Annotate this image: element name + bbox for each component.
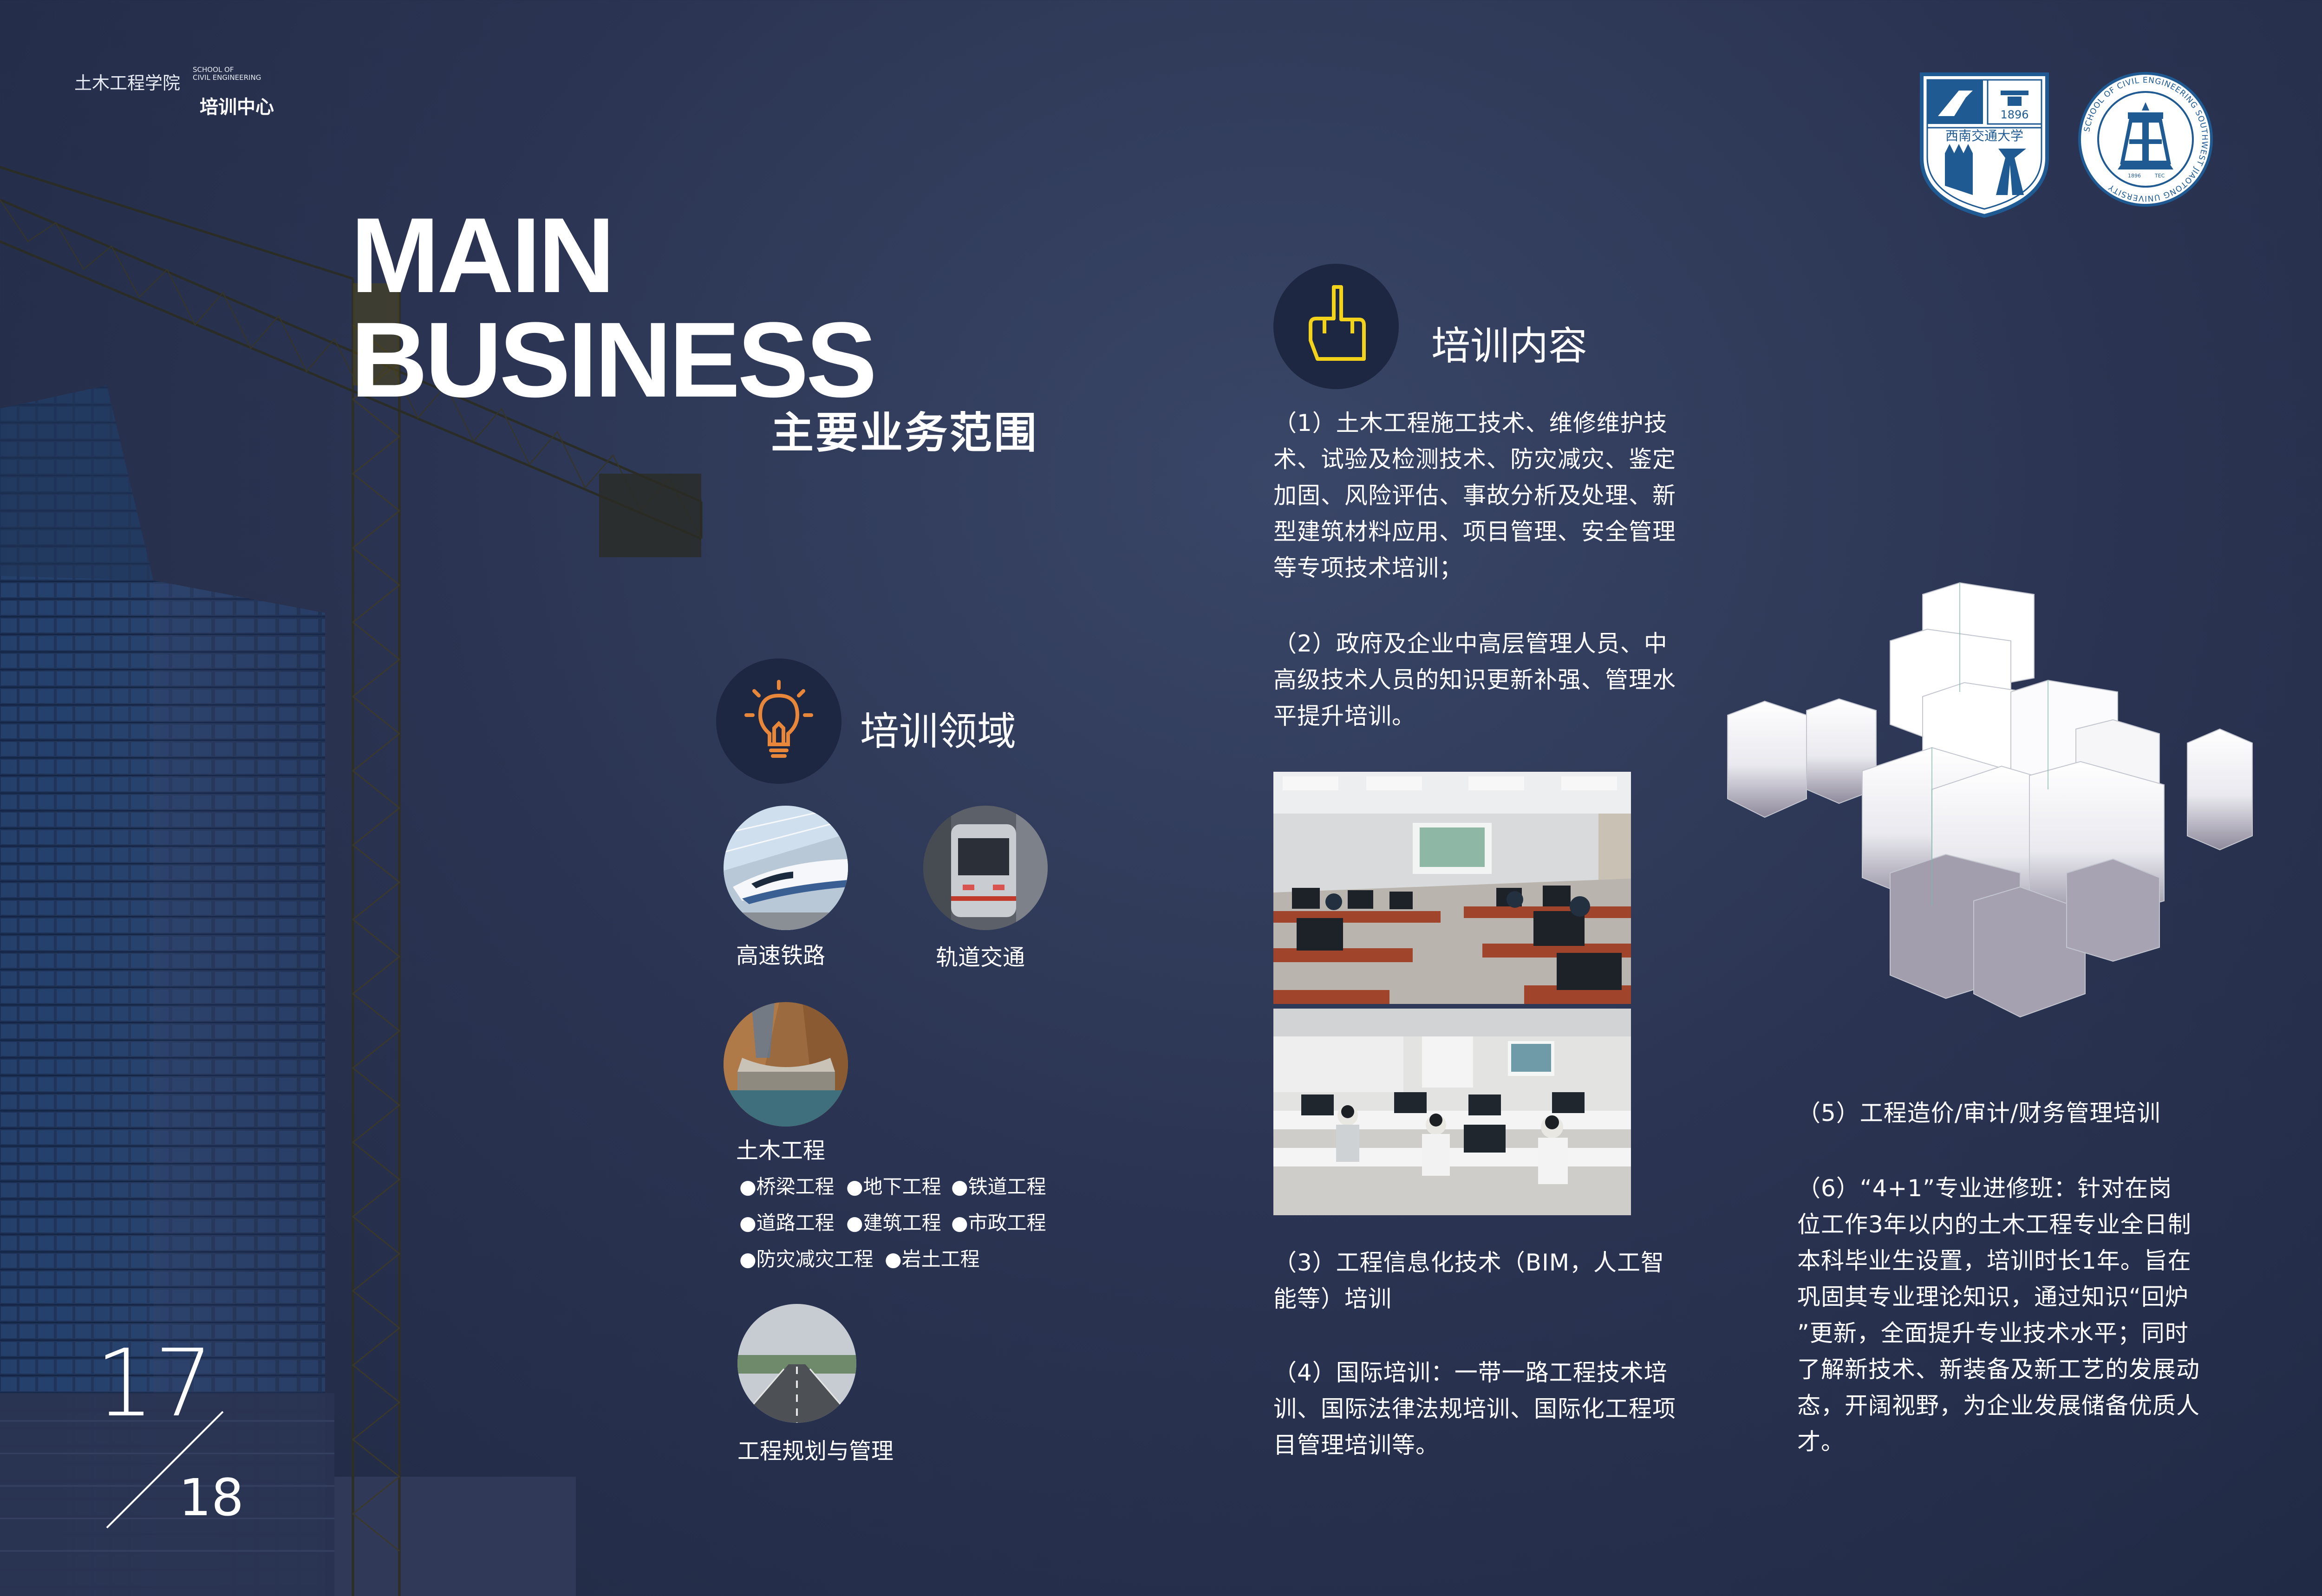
content-item-6-line: 位工作3年以内的土木工程专业全日制 xyxy=(1797,1211,2192,1238)
field-label-civil-engineering: 土木工程 xyxy=(736,1138,826,1164)
content-item-1-line: （1）土木工程施工技术、维修维护技 xyxy=(1273,410,1668,436)
civil-sub-municipal: ●市政工程 xyxy=(951,1212,1046,1234)
shield-year-text: 1896 xyxy=(2000,108,2028,121)
school-name-en: SCHOOL OF CIVIL ENGINEERING xyxy=(193,66,313,82)
content-item-1-line: 术、试验及检测技术、防灾减灾、鉴定 xyxy=(1273,446,1676,473)
rail-transit-image xyxy=(923,806,1048,930)
civil-sub-underground: ●地下工程 xyxy=(846,1175,941,1198)
civil-sub-railway: ●铁道工程 xyxy=(951,1175,1046,1198)
title-main-line1: MAIN xyxy=(351,195,615,315)
content-icon-circle xyxy=(1273,264,1399,389)
pointing-hand-icon xyxy=(1309,285,1366,361)
content-item-3: （3）工程信息化技术（BIM，人工智 能等）培训 xyxy=(1273,1244,1691,1317)
content-item-1: （1）土木工程施工技术、维修维护技 术、试验及检测技术、防灾减灾、鉴定 加固、风… xyxy=(1273,405,1691,586)
civil-sub-geotechnical: ●岩土工程 xyxy=(885,1248,980,1270)
title-main-line2: BUSINESS xyxy=(351,300,877,419)
page-number-divider xyxy=(106,1411,224,1529)
classroom-photo-bottom xyxy=(1273,1009,1631,1215)
classroom-photo-top xyxy=(1273,772,1631,1004)
building-crane-scene xyxy=(0,166,703,1596)
content-item-3-line: （3）工程信息化技术（BIM，人工智 xyxy=(1273,1249,1664,1276)
fields-heading: 培训领域 xyxy=(860,709,1017,754)
content-item-5: （5）工程造价/审计/财务管理培训 xyxy=(1797,1095,2215,1131)
page-number-current: 17 xyxy=(95,1329,214,1438)
school-name-cn: 土木工程学院 xyxy=(74,73,181,93)
swjtu-shield-logo: 西南交通大学 1896 xyxy=(1920,72,2049,218)
civil-sub-bridge: ●桥梁工程 xyxy=(739,1175,835,1198)
school-name-en-line2: CIVIL ENGINEERING xyxy=(193,73,261,82)
decorative-cubes xyxy=(1727,582,2253,1018)
title-subtitle-cn: 主要业务范围 xyxy=(771,408,1039,458)
content-item-6-line: 本科毕业生设置，培训时长1年。旨在 xyxy=(1797,1247,2192,1274)
content-item-6-line: 态，开阔视野，为企业发展储备优质人 xyxy=(1797,1392,2200,1419)
content-item-4: （4）国际培训：一带一路工程技术培 训、国际法律法规培训、国际化工程项 目管理培… xyxy=(1273,1355,1691,1463)
content-item-2-line: 平提升培训。 xyxy=(1273,703,1415,730)
content-item-6-line: （6）“4+1”专业进修班：针对在岗 xyxy=(1797,1175,2172,1202)
content-item-2-line: 高级技术人员的知识更新补强、管理水 xyxy=(1273,666,1676,693)
round-logo-year-left: 1896 xyxy=(2128,173,2141,179)
field-icon-circle xyxy=(716,658,841,784)
planning-management-image xyxy=(737,1304,856,1423)
content-heading: 培训内容 xyxy=(1431,323,1588,369)
content-item-3-line: 能等）培训 xyxy=(1273,1285,1392,1312)
training-center-name: 培训中心 xyxy=(200,97,274,118)
civil-sub-building: ●建筑工程 xyxy=(846,1212,941,1234)
shield-school-text: 西南交通大学 xyxy=(1945,128,2023,143)
content-item-2: （2）政府及企业中高层管理人员、中 高级技术人员的知识更新补强、管理水 平提升培… xyxy=(1273,625,1691,734)
civil-sub-road: ●道路工程 xyxy=(739,1212,835,1234)
content-item-4-line: 训、国际法律法规培训、国际化工程项 xyxy=(1273,1395,1676,1422)
field-label-rail-transit: 轨道交通 xyxy=(936,945,1025,971)
field-label-high-speed-rail: 高速铁路 xyxy=(736,943,826,969)
round-logo-year-right: TEC xyxy=(2154,173,2165,179)
content-item-6-line: 了解新技术、新装备及新工艺的发展动 xyxy=(1797,1356,2200,1383)
content-item-1-line: 等专项技术培训； xyxy=(1273,554,1463,581)
lightbulb-icon xyxy=(744,680,813,758)
high-speed-rail-image xyxy=(724,806,848,930)
content-item-6-line: 才。 xyxy=(1797,1428,1845,1455)
field-label-planning-management: 工程规划与管理 xyxy=(737,1438,894,1464)
civil-sub-disaster: ●防灾减灾工程 xyxy=(739,1248,874,1270)
content-item-6-line: 巩固其专业理论知识，通过知识“回炉 xyxy=(1797,1283,2189,1310)
content-item-4-line: （4）国际培训：一带一路工程技术培 xyxy=(1273,1359,1668,1386)
page-number-next: 18 xyxy=(179,1468,244,1527)
civil-engineering-round-logo: SCHOOL OF CIVIL ENGINEERING SOUTHWEST JI… xyxy=(2078,72,2213,207)
civil-engineering-image xyxy=(724,1002,848,1127)
content-item-1-line: 型建筑材料应用、项目管理、安全管理 xyxy=(1273,518,1676,545)
content-item-1-line: 加固、风险评估、事故分析及处理、新 xyxy=(1273,482,1676,509)
content-item-6: （6）“4+1”专业进修班：针对在岗 位工作3年以内的土木工程专业全日制 本科毕… xyxy=(1797,1170,2215,1460)
content-item-4-line: 目管理培训等。 xyxy=(1273,1432,1439,1459)
school-name-en-line1: SCHOOL OF xyxy=(193,65,234,74)
content-item-5-line: （5）工程造价/审计/财务管理培训 xyxy=(1797,1100,2161,1127)
content-item-2-line: （2）政府及企业中高层管理人员、中 xyxy=(1273,630,1668,657)
content-item-6-line: ”更新，全面提升专业技术水平；同时 xyxy=(1797,1320,2189,1347)
